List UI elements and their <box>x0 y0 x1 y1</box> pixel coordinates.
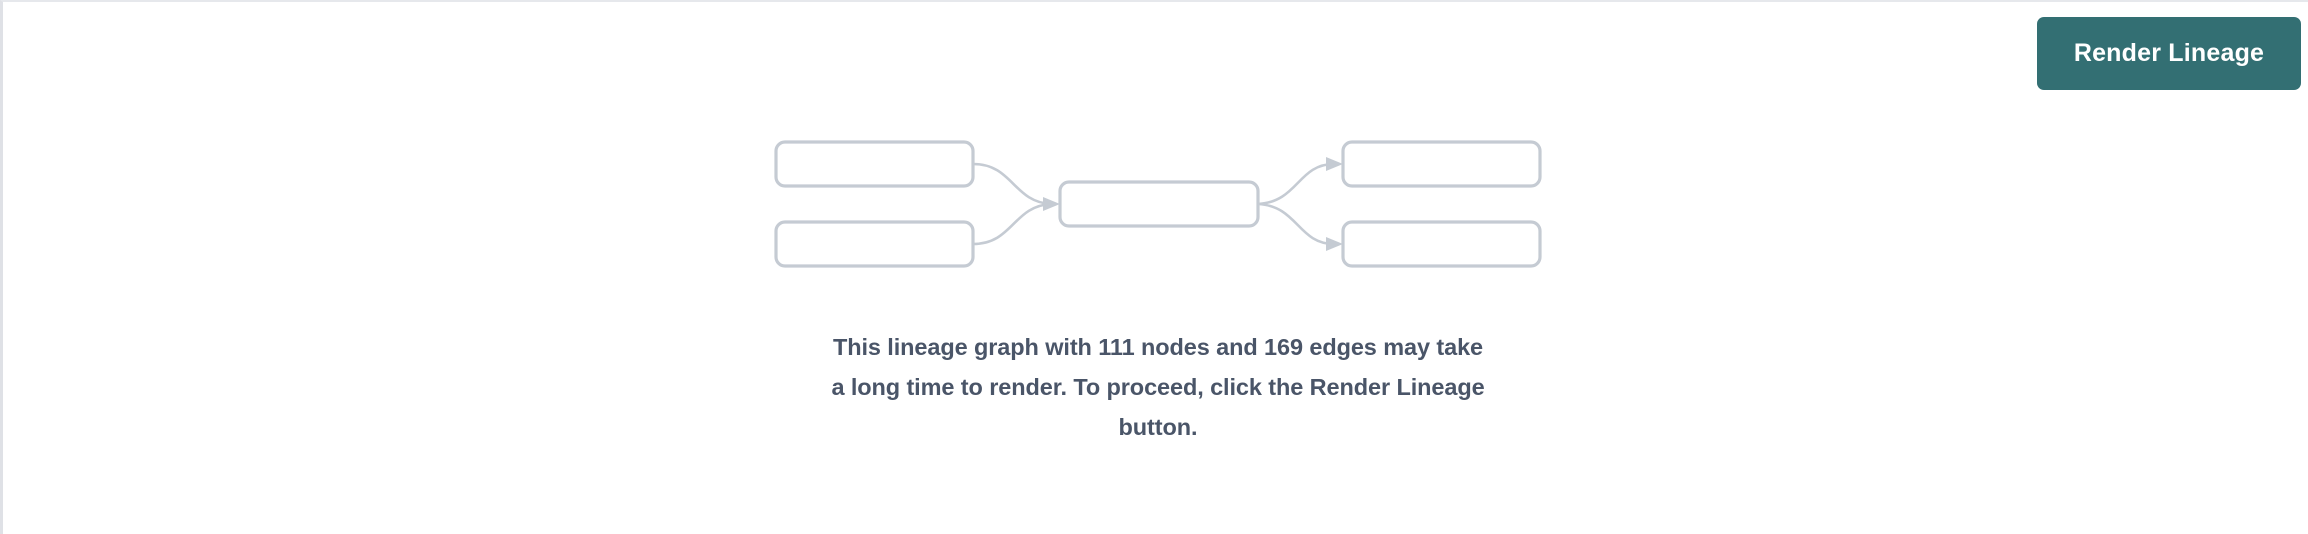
lineage-node-downstream-2 <box>1341 220 1542 268</box>
lineage-graph-svg <box>774 140 1542 268</box>
render-lineage-button[interactable]: Render Lineage <box>2037 17 2301 90</box>
placeholder-lineage-graph <box>3 2 2308 534</box>
message-line-3: button. <box>1118 414 1198 440</box>
lineage-warning-message: This lineage graph with 111 nodes and 16… <box>758 327 1558 447</box>
edge-center-to-downstream-2 <box>1257 202 1343 251</box>
edge-upstream-1-to-center <box>972 162 1060 211</box>
lineage-node-upstream-1 <box>774 140 975 188</box>
edge-upstream-2-to-center <box>972 202 1052 246</box>
lineage-node-upstream-2 <box>774 220 975 268</box>
message-line-2: a long time to render. To proceed, click… <box>831 374 1485 400</box>
lineage-node-center <box>1058 180 1260 228</box>
message-line-1: This lineage graph with 111 nodes and 16… <box>832 334 1484 360</box>
lineage-node-downstream-1 <box>1341 140 1542 188</box>
edge-center-to-downstream-1 <box>1257 157 1343 206</box>
